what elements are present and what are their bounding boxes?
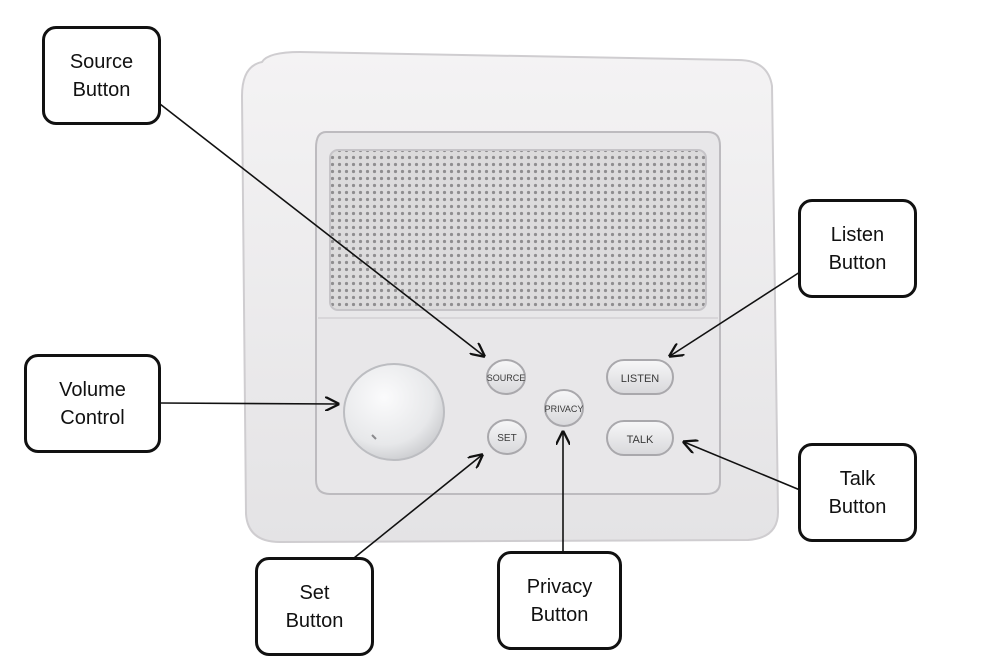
- privacy-device-button[interactable]: PRIVACY: [544, 389, 584, 427]
- privacy-callout-label: Privacy Button: [526, 575, 593, 626]
- talk-callout-label: Talk Button: [828, 467, 887, 518]
- set-callout-label: Set Button: [285, 581, 344, 632]
- volume-callout: Volume Control: [24, 354, 161, 453]
- listen-callout: Listen Button: [798, 199, 917, 298]
- leader-arrows: [159, 103, 801, 559]
- talk-device-label: TALK: [627, 434, 654, 446]
- set-callout: Set Button: [255, 557, 374, 656]
- set-device-label: SET: [497, 433, 516, 444]
- privacy-device-label: PRIVACY: [545, 404, 584, 414]
- volume-arrow: [159, 403, 338, 404]
- source-callout-label: Source Button: [69, 50, 134, 101]
- source-device-button[interactable]: SOURCE: [486, 359, 526, 395]
- speaker-grille: [329, 149, 707, 311]
- set-arrow: [353, 455, 482, 559]
- source-callout: Source Button: [42, 26, 161, 125]
- source-arrow: [159, 103, 484, 356]
- listen-device-button[interactable]: LISTEN: [606, 359, 674, 395]
- listen-device-label: LISTEN: [621, 373, 660, 385]
- volume-callout-label: Volume Control: [59, 378, 126, 429]
- set-device-button[interactable]: SET: [487, 419, 527, 455]
- talk-device-button[interactable]: TALK: [606, 420, 674, 456]
- listen-arrow: [670, 271, 801, 356]
- source-device-label: SOURCE: [487, 373, 526, 383]
- talk-callout: Talk Button: [798, 443, 917, 542]
- talk-arrow: [684, 442, 801, 491]
- volume-knob[interactable]: [343, 363, 445, 461]
- listen-callout-label: Listen Button: [828, 223, 887, 274]
- privacy-callout: Privacy Button: [497, 551, 622, 650]
